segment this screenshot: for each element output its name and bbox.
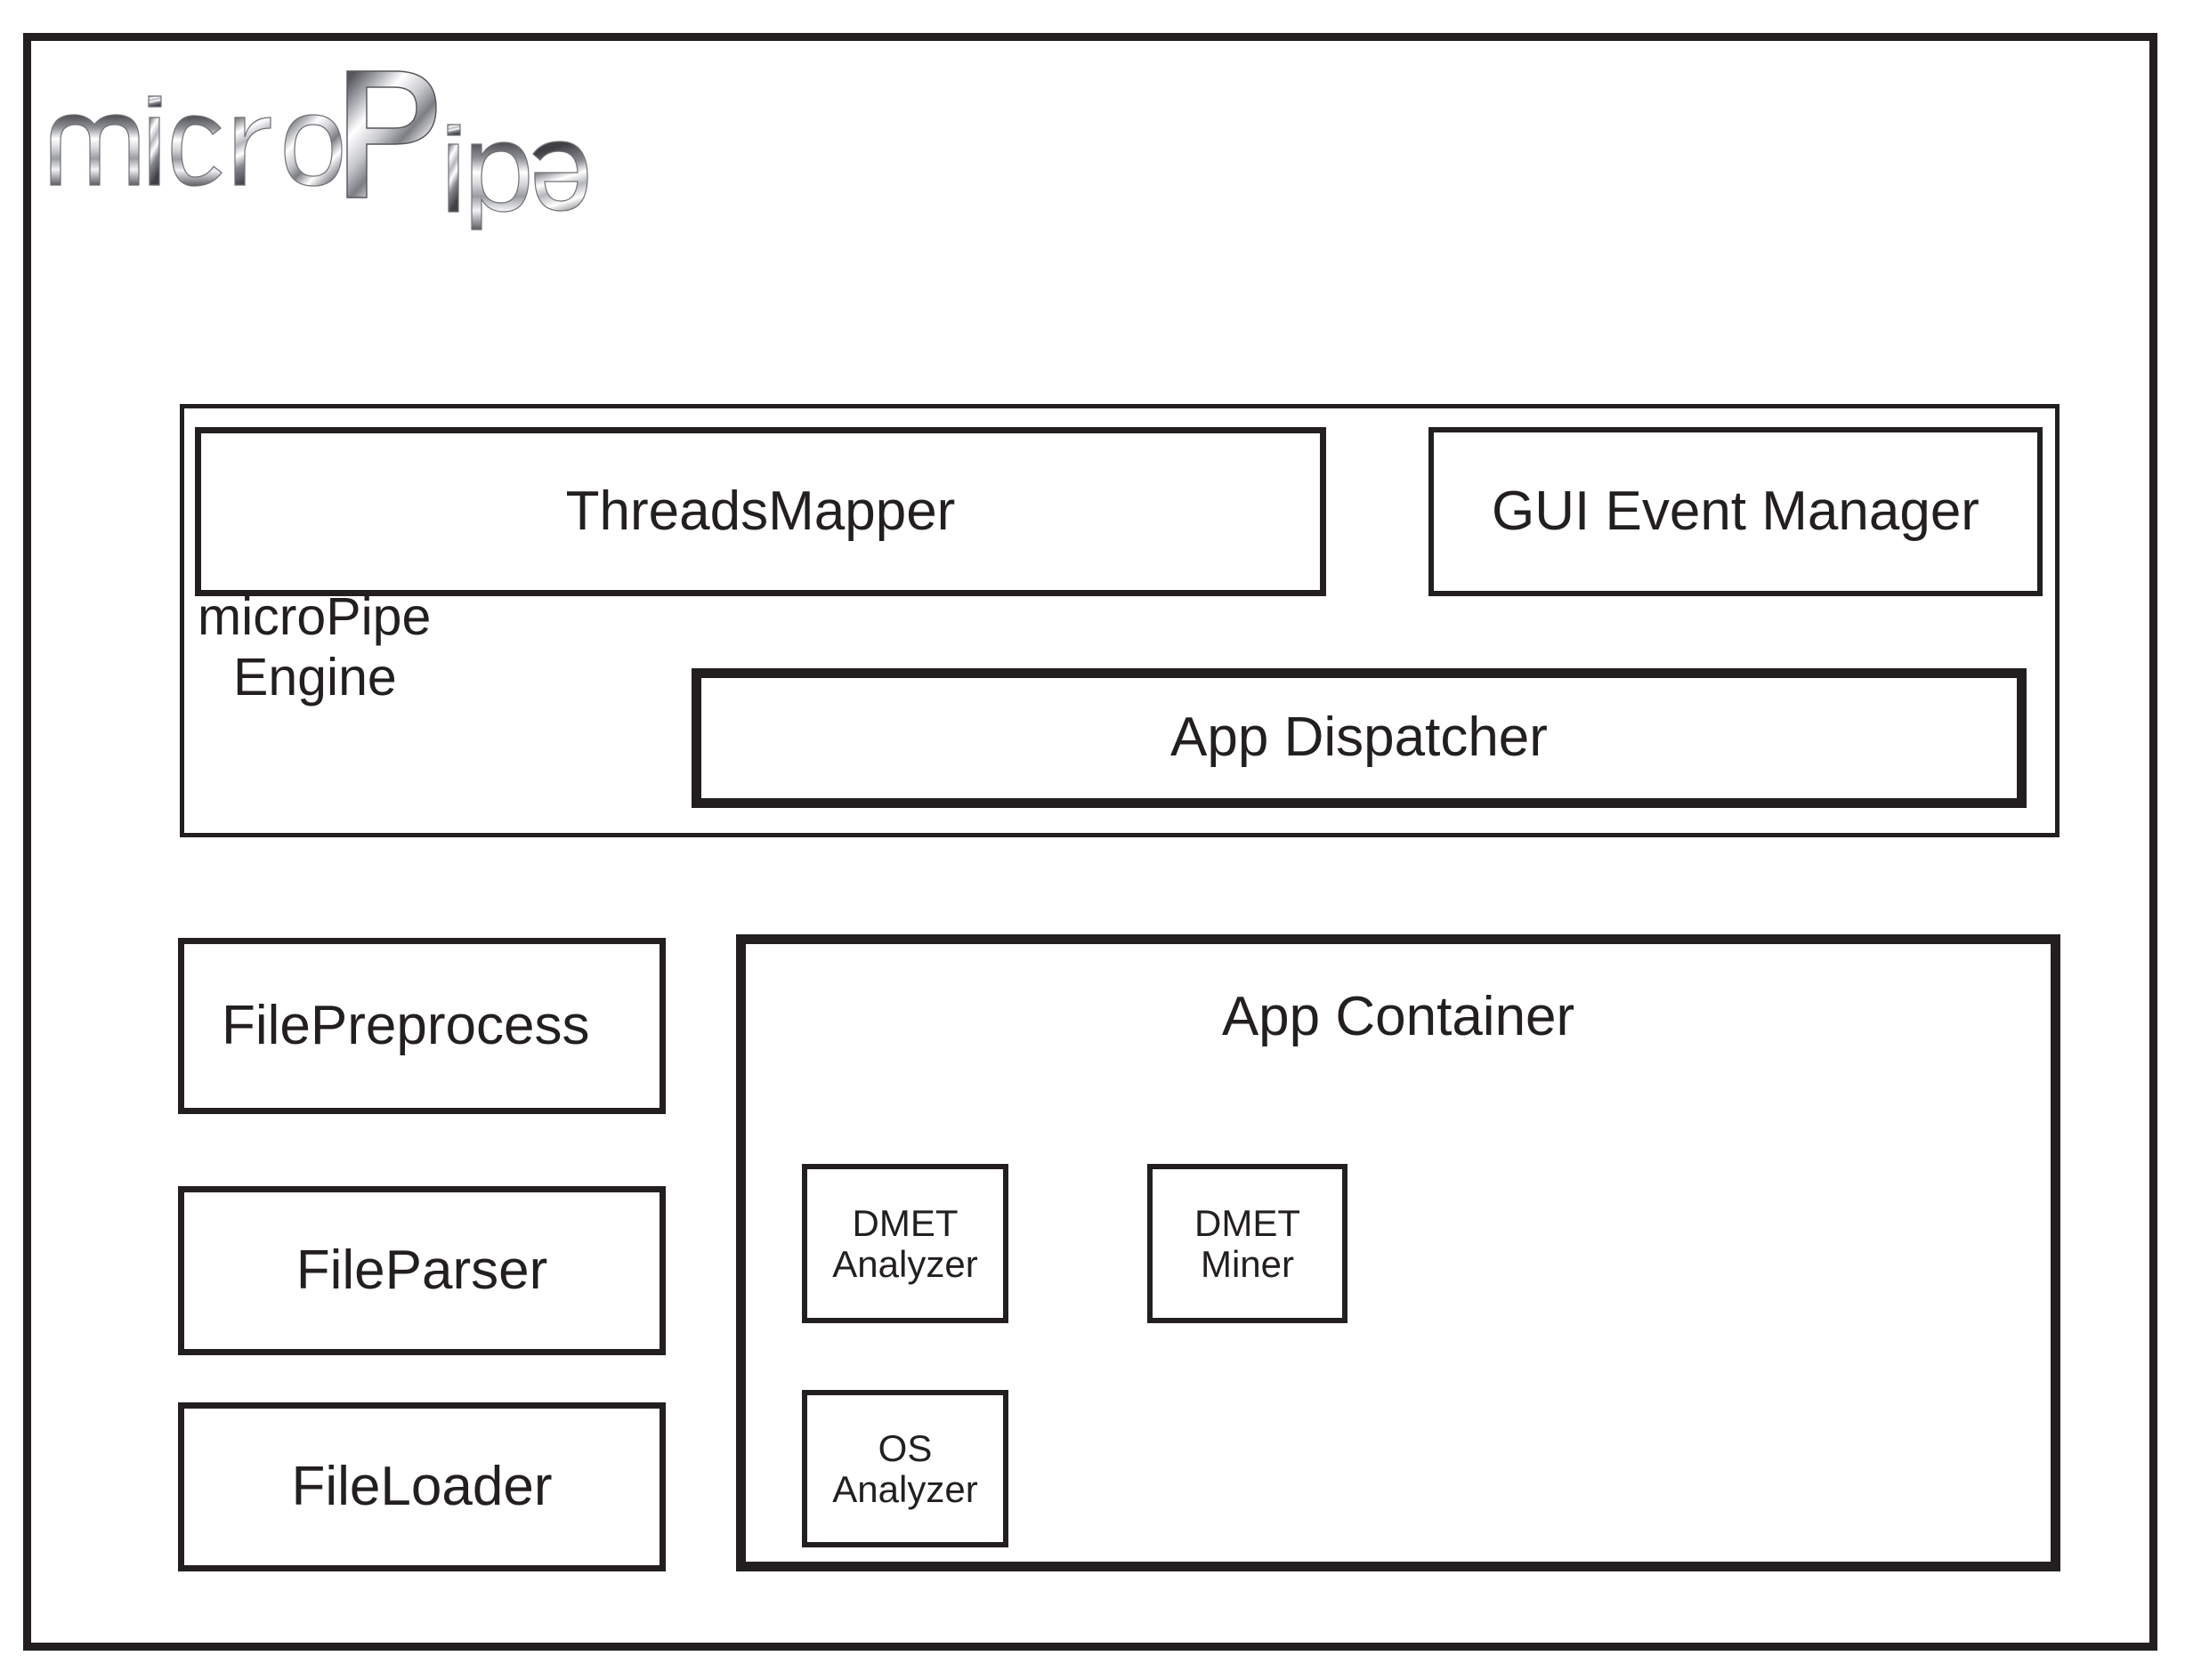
file-parser-box: FileParser (178, 1186, 666, 1355)
os-analyzer-label: OS Analyzer (832, 1427, 978, 1510)
file-parser-label: FileParser (295, 1239, 548, 1301)
dmet-analyzer-label: DMET Analyzer (832, 1202, 978, 1285)
threads-mapper-box: ThreadsMapper (195, 427, 1326, 596)
app-dispatcher-label: App Dispatcher (1170, 707, 1548, 769)
file-loader-label: FileLoader (291, 1455, 553, 1517)
micropipe-logo-wordmark-icon (50, 70, 588, 230)
micropipe-logo (46, 55, 669, 233)
app-container-title: App Container (1221, 986, 1575, 1047)
gui-event-manager-label: GUI Event Manager (1492, 480, 1979, 542)
file-loader-box: FileLoader (178, 1402, 666, 1571)
dmet-analyzer-box: DMET Analyzer (802, 1164, 1008, 1323)
app-dispatcher-box: App Dispatcher (692, 668, 2027, 808)
engine-label-line1: microPipe (198, 587, 432, 646)
dmet-miner-box: DMET Miner (1147, 1164, 1347, 1323)
dmet-miner-label: DMET Miner (1194, 1202, 1300, 1285)
gui-event-manager-box: GUI Event Manager (1428, 427, 2043, 596)
engine-label-line2: Engine (233, 647, 397, 707)
threads-mapper-label: ThreadsMapper (565, 480, 956, 542)
file-preprocess-label: FilePreprocess (222, 994, 590, 1056)
os-analyzer-box: OS Analyzer (802, 1390, 1008, 1547)
file-preprocess-box: FilePreprocess (178, 938, 666, 1114)
